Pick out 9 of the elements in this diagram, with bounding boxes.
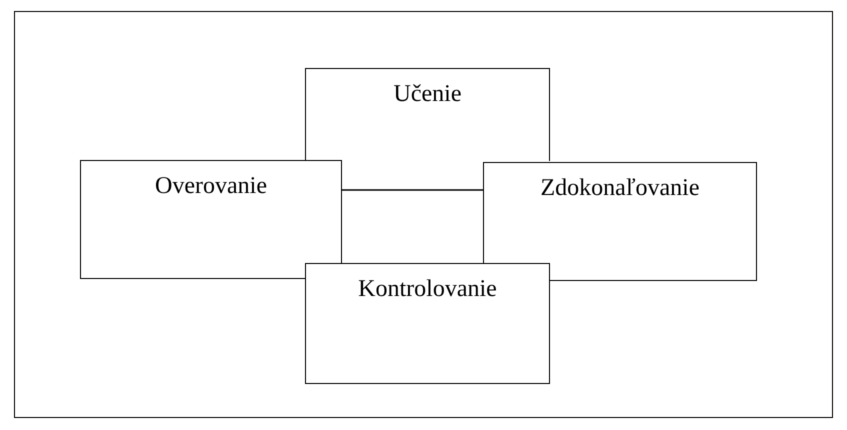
process-box <box>483 162 757 281</box>
process-box <box>305 68 550 161</box>
process-box <box>80 160 342 279</box>
box-label: Overovanie <box>154 173 268 200</box>
box-label: Kontrolovanie <box>357 276 498 303</box>
connector-line <box>342 189 483 191</box>
process-box <box>305 263 550 384</box>
box-label: Zdokonaľovanie <box>539 175 701 202</box>
box-label: Učenie <box>392 81 462 108</box>
